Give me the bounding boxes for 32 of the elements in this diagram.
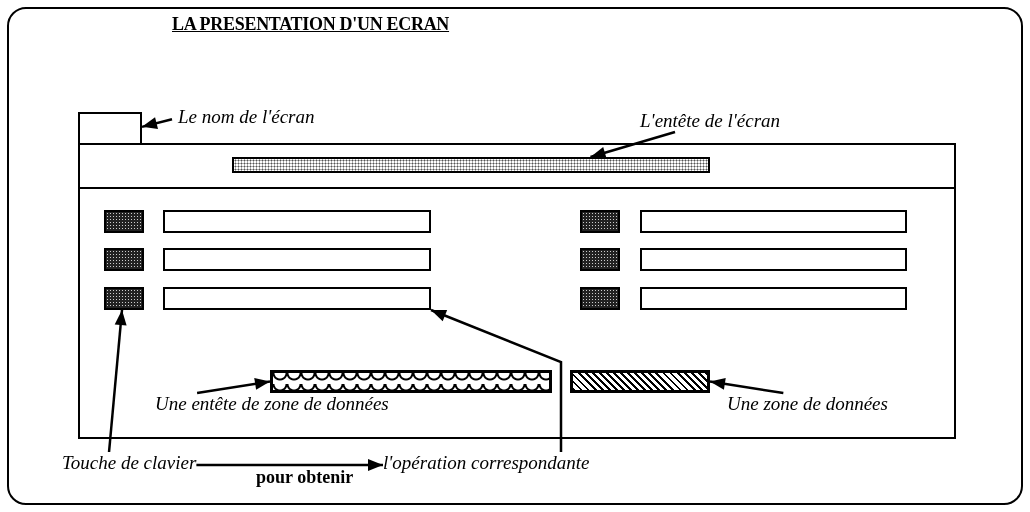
data-zone-header-bar bbox=[270, 370, 552, 393]
screen-window bbox=[78, 143, 956, 439]
arrow bbox=[107, 309, 127, 453]
screen-name-box bbox=[78, 112, 142, 145]
data-zone-bar bbox=[570, 370, 710, 393]
function-key bbox=[580, 248, 620, 271]
callout-label: l'opération correspondante bbox=[383, 452, 590, 474]
callout-label: Le nom de l'écran bbox=[178, 106, 315, 128]
arrow bbox=[196, 459, 383, 471]
operation-field bbox=[640, 287, 907, 310]
function-key bbox=[104, 210, 144, 233]
callout-label: L'entête de l'écran bbox=[640, 110, 781, 132]
edge-label: pour obtenir bbox=[254, 467, 356, 487]
operation-field bbox=[163, 287, 431, 310]
operation-field bbox=[163, 210, 431, 233]
arrow bbox=[430, 308, 563, 452]
operation-field bbox=[640, 248, 907, 271]
function-key bbox=[580, 210, 620, 233]
arrow bbox=[141, 117, 173, 129]
callout-label: Une zone de données bbox=[727, 393, 888, 415]
callout-label: Touche de clavier bbox=[62, 452, 197, 474]
arrow bbox=[709, 377, 784, 395]
arrow bbox=[590, 130, 676, 159]
screen-title-bar bbox=[232, 157, 710, 173]
function-key bbox=[104, 248, 144, 271]
function-key bbox=[104, 287, 144, 310]
function-key bbox=[580, 287, 620, 310]
operation-field bbox=[163, 248, 431, 271]
arrow bbox=[196, 377, 271, 395]
operation-field bbox=[640, 210, 907, 233]
callout-label: Une entête de zone de données bbox=[155, 393, 389, 415]
title: LA PRESENTATION D'UN ECRAN bbox=[172, 14, 450, 35]
